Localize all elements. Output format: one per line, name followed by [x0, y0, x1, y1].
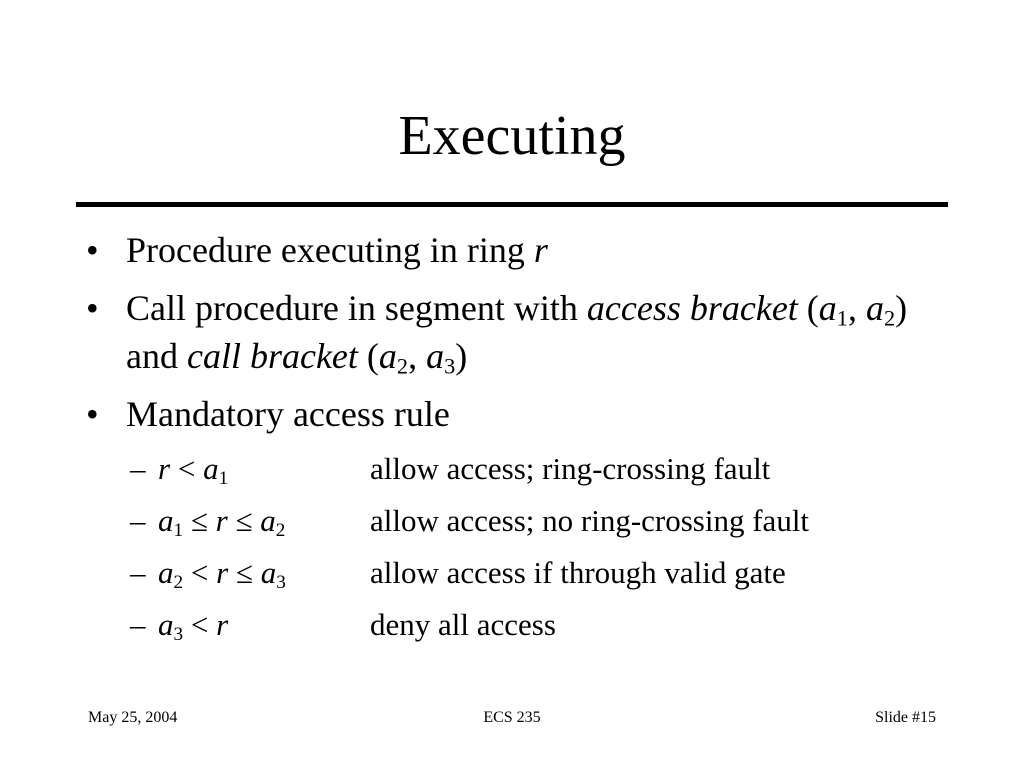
var-a: a: [158, 555, 174, 590]
var-a: a: [158, 607, 174, 642]
bracket-close: ): [455, 336, 468, 376]
dash-icon: –: [130, 503, 146, 538]
title-divider: [76, 202, 948, 207]
dash-icon: –: [130, 451, 146, 486]
bullet-list: • Procedure executing in ring r • Call p…: [86, 226, 966, 656]
call-bracket-term: call bracket: [186, 336, 358, 376]
bullet-item-1: • Procedure executing in ring r: [86, 226, 966, 274]
rule-condition: a1 ≤ r ≤ a2: [158, 500, 285, 542]
bullet-item-3: • Mandatory access rule: [86, 390, 966, 438]
var-r: r: [215, 503, 228, 538]
rule-condition: r < a1: [158, 448, 228, 490]
op-lt: <: [177, 451, 196, 486]
subscript: 2: [396, 353, 409, 379]
op-le: ≤: [235, 503, 253, 538]
bullet-icon: •: [86, 394, 99, 434]
subscript: 2: [883, 305, 896, 331]
bullet-icon: •: [86, 288, 99, 328]
var-r: r: [216, 555, 229, 590]
dash-icon: –: [130, 607, 146, 642]
rule-condition: a3 < r: [158, 604, 228, 646]
subscript: 1: [173, 519, 184, 541]
footer-date: May 25, 2004: [88, 709, 178, 726]
var-a: a: [378, 336, 397, 376]
bullet-icon: •: [86, 230, 99, 270]
bracket-close: ): [895, 288, 908, 328]
bullet-item-2: • Call procedure in segment with access …: [86, 284, 966, 380]
slide-title: Executing: [398, 105, 626, 167]
comma: ,: [408, 336, 427, 376]
rule-row-2: – a1 ≤ r ≤ a2 allow access; no ring-cros…: [130, 500, 966, 542]
var-a: a: [260, 503, 276, 538]
subscript: 1: [836, 305, 848, 331]
op-le: ≤: [190, 503, 208, 538]
subscript: 2: [173, 571, 184, 593]
var-a: a: [426, 336, 445, 376]
access-bracket-term: access bracket: [586, 288, 798, 328]
rule-row-4: – a3 < r deny all access: [130, 604, 966, 646]
bullet-text-mid: and: [126, 336, 187, 376]
bullet-text: Call procedure in segment with: [126, 288, 587, 328]
rule-row-1: – r < a1 allow access; ring-crossing fau…: [130, 448, 966, 490]
dash-icon: –: [130, 555, 146, 590]
ring-variable: r: [533, 230, 548, 270]
subscript: 2: [275, 519, 286, 541]
subscript: 3: [173, 623, 184, 645]
rule-effect: allow access; no ring-crossing fault: [370, 503, 810, 538]
rule-effect: deny all access: [370, 607, 556, 642]
op-lt: <: [190, 555, 209, 590]
var-a: a: [865, 288, 884, 328]
var-r: r: [158, 451, 171, 486]
comma: ,: [847, 288, 866, 328]
bullet-text: Procedure executing in ring: [126, 230, 534, 270]
rule-row-3: – a2 < r ≤ a3 allow access if through va…: [130, 552, 966, 594]
bracket-open: (: [366, 336, 379, 376]
var-a: a: [203, 451, 219, 486]
var-a: a: [158, 503, 174, 538]
var-r: r: [216, 607, 229, 642]
op-lt: <: [190, 607, 209, 642]
var-a: a: [260, 555, 277, 590]
footer-slide-number: Slide #15: [875, 709, 936, 726]
subscript: 3: [276, 571, 286, 593]
bullet-text: Mandatory access rule: [126, 394, 450, 434]
subscript: 3: [444, 353, 456, 379]
rule-effect: allow access; ring-crossing fault: [370, 451, 771, 486]
footer-course: ECS 235: [483, 709, 541, 726]
rule-effect: allow access if through valid gate: [370, 555, 786, 590]
rule-condition: a2 < r ≤ a3: [158, 552, 286, 594]
bracket-open: (: [806, 288, 819, 328]
var-a: a: [818, 288, 837, 328]
subscript: 1: [218, 467, 229, 489]
op-le: ≤: [235, 555, 253, 590]
